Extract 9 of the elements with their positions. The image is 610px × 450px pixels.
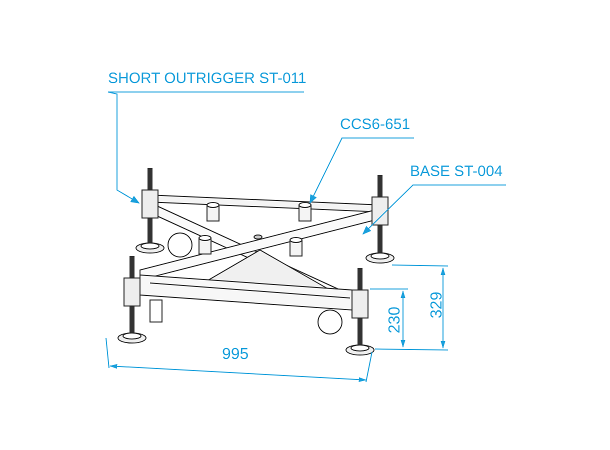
callout-label: SHORT OUTRIGGER ST-011 — [108, 70, 306, 88]
dimension-label: 995 — [222, 346, 249, 364]
callout-label: BASE ST-004 — [410, 163, 503, 181]
leader-line — [108, 92, 304, 204]
dimension-label: 230 — [386, 306, 404, 334]
leader-line — [362, 184, 506, 235]
callout-label: CCS6-651 — [340, 116, 410, 134]
dimension-label: 329 — [428, 292, 446, 318]
leader-line — [310, 138, 414, 204]
